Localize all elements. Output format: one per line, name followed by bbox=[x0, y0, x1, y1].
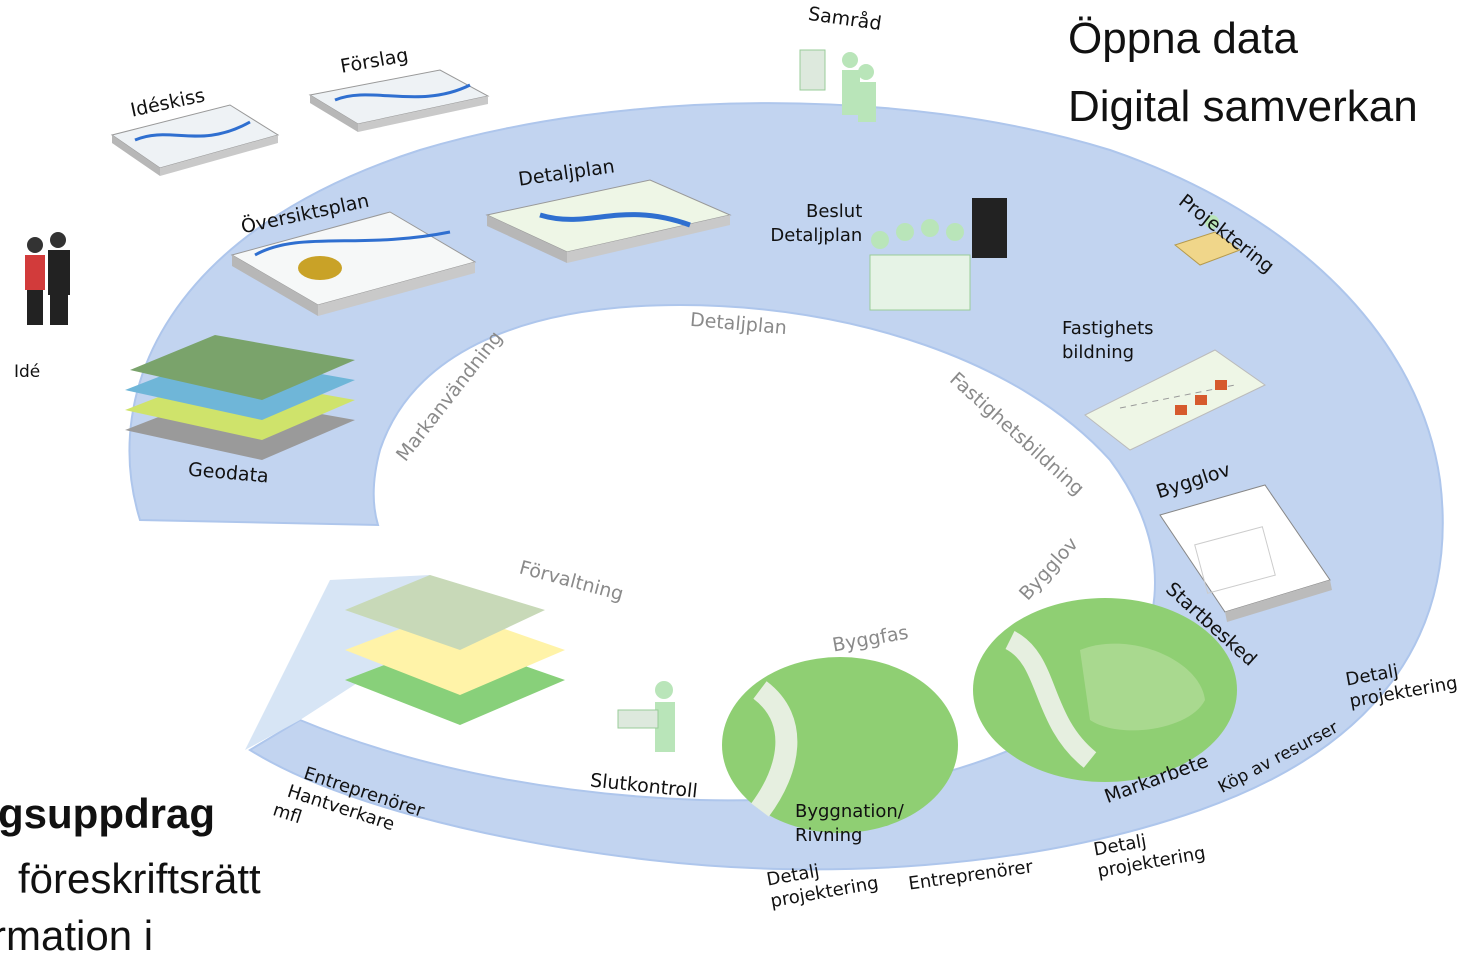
header-line-1: Öppna data bbox=[1068, 14, 1298, 63]
label-fastighets-line1: Fastighets bbox=[1062, 318, 1154, 339]
detaljplan-board bbox=[485, 179, 732, 263]
slutkontroll-figure bbox=[617, 681, 675, 752]
geodata-layers bbox=[125, 335, 355, 460]
label-beslut-line2: Detaljplan bbox=[770, 225, 863, 246]
markarbete-path bbox=[1004, 631, 1097, 768]
label-fastighets: Fastighets bildning bbox=[1062, 317, 1154, 365]
byggnation-path bbox=[751, 681, 798, 817]
label-byggnation-line1: Byggnation/ bbox=[795, 801, 904, 822]
markarbete-mound bbox=[1080, 643, 1205, 731]
ring-band bbox=[128, 102, 1444, 871]
projektering-figure bbox=[1173, 215, 1242, 266]
label-byggnation-line2: Rivning bbox=[795, 825, 863, 846]
label-beslut: Beslut Detaljplan bbox=[768, 200, 862, 248]
bottom-title: gsuppdrag bbox=[0, 790, 215, 837]
bottom-line-2: rmation i bbox=[0, 912, 154, 959]
bottom-line-1: föreskriftsrätt bbox=[18, 855, 261, 902]
label-ide: Idé bbox=[14, 362, 41, 382]
label-fastighets-line2: bildning bbox=[1062, 342, 1135, 363]
forvaltning-layers bbox=[345, 575, 565, 725]
ide-people bbox=[25, 232, 70, 325]
fastighets-tile bbox=[1084, 349, 1266, 451]
samrad-figures bbox=[799, 49, 876, 122]
bygglov-document bbox=[1159, 484, 1332, 622]
label-byggnation: Byggnation/ Rivning bbox=[795, 800, 904, 848]
label-beslut-line1: Beslut bbox=[806, 201, 863, 222]
beslut-group bbox=[869, 198, 1007, 311]
ideskiss-board bbox=[110, 104, 280, 176]
oversiktsplan-board bbox=[230, 211, 477, 316]
header-line-2: Digital samverkan bbox=[1068, 82, 1418, 131]
forslag-board bbox=[308, 69, 490, 132]
